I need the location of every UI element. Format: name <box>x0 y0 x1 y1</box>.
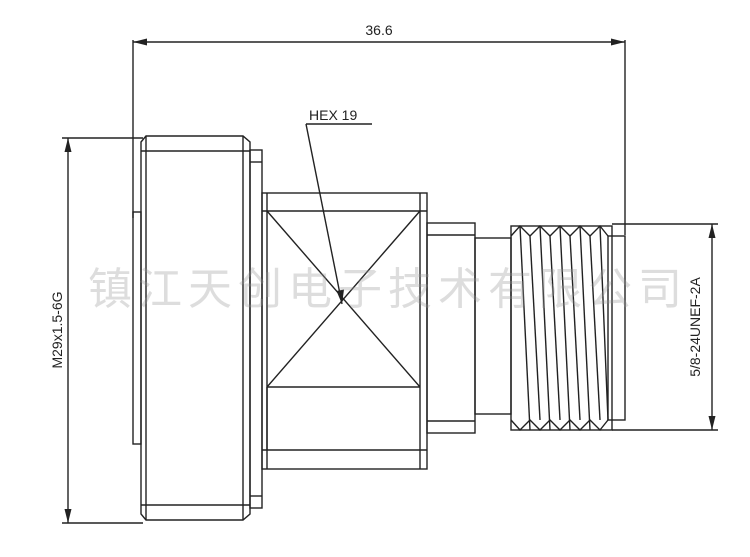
hex-label: HEX 19 <box>309 107 357 123</box>
overall-length-dimension <box>132 38 626 235</box>
right-thread-dimension <box>612 223 718 431</box>
thread <box>510 224 626 432</box>
overall-length-label: 36.6 <box>365 22 392 38</box>
right-thread-label: 5/8-24UNEF-2A <box>687 277 703 377</box>
coupling-nut <box>132 135 263 521</box>
left-diameter-dimension <box>62 137 143 524</box>
hex-leader <box>305 123 372 305</box>
hex-body <box>261 192 428 470</box>
company-watermark: 镇江天创电子技术有限公司 <box>88 264 688 315</box>
left-thread-label: M29x1.5-6G <box>49 291 65 368</box>
